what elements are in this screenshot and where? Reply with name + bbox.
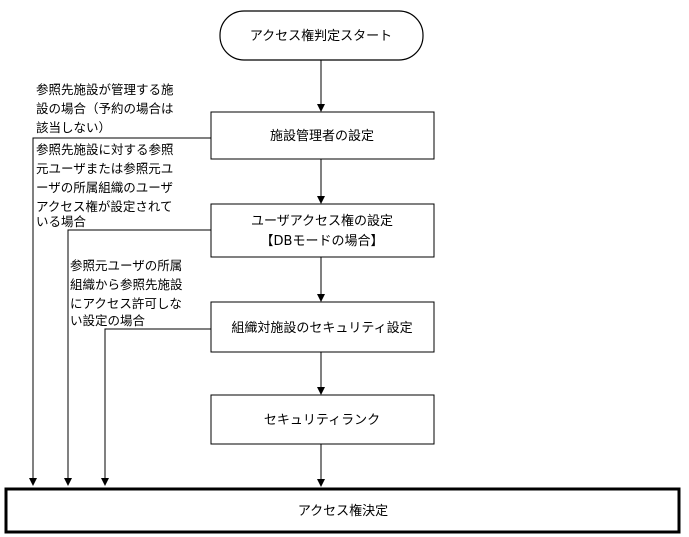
condition-1-line: 該当しない）	[36, 120, 111, 135]
condition-3-line: 参照元ユーザの所属	[70, 258, 182, 273]
condition-1-line: 参照先施設が管理する施	[36, 82, 174, 97]
condition-2-line: アクセス権が設定されて	[36, 199, 173, 214]
org-security-label: 組織対施設のセキュリティ設定	[231, 320, 412, 336]
condition-2-text: 参照先施設に対する参照 元ユーザまたは参照元ユ ーザの所属組織のユーザ アクセス…	[36, 142, 174, 229]
facility-admin-label: 施設管理者の設定	[270, 128, 374, 144]
user-access-label-line1: ユーザアクセス権の設定	[251, 213, 393, 229]
user-access-box	[210, 203, 435, 258]
bypass-arrow-1	[29, 137, 211, 486]
security-rank-label: セキュリティランク	[264, 413, 380, 428]
condition-2-line: いる場合	[36, 214, 87, 229]
user-access-label-line2: 【DBモードの場合】	[261, 234, 384, 249]
bypass-arrow-2	[64, 229, 211, 486]
condition-1-text: 参照先施設が管理する施 設の場合（予約の場合は 該当しない）	[36, 82, 174, 135]
bypass-arrow-3	[101, 328, 211, 486]
condition-2-line: ーザの所属組織のユーザ	[36, 180, 173, 195]
start-label: アクセス権判定スタート	[250, 28, 392, 44]
condition-3-line: 組織から参照先施設	[70, 277, 183, 292]
org-security-box	[210, 301, 435, 353]
condition-3-line: い設定の場合	[70, 313, 146, 328]
facility-admin-box	[210, 111, 435, 160]
condition-3-line: にアクセス許可しな	[70, 296, 182, 311]
condition-3-text: 参照元ユーザの所属 組織から参照先施設 にアクセス許可しな い設定の場合	[70, 258, 183, 328]
decision-box	[4, 487, 681, 534]
security-rank-box	[210, 394, 435, 445]
condition-2-line: 参照先施設に対する参照	[36, 142, 174, 157]
condition-1-line: 設の場合（予約の場合は	[36, 101, 174, 116]
condition-2-line: 元ユーザまたは参照元ユ	[36, 161, 173, 176]
decision-label: アクセス権決定	[298, 503, 388, 519]
